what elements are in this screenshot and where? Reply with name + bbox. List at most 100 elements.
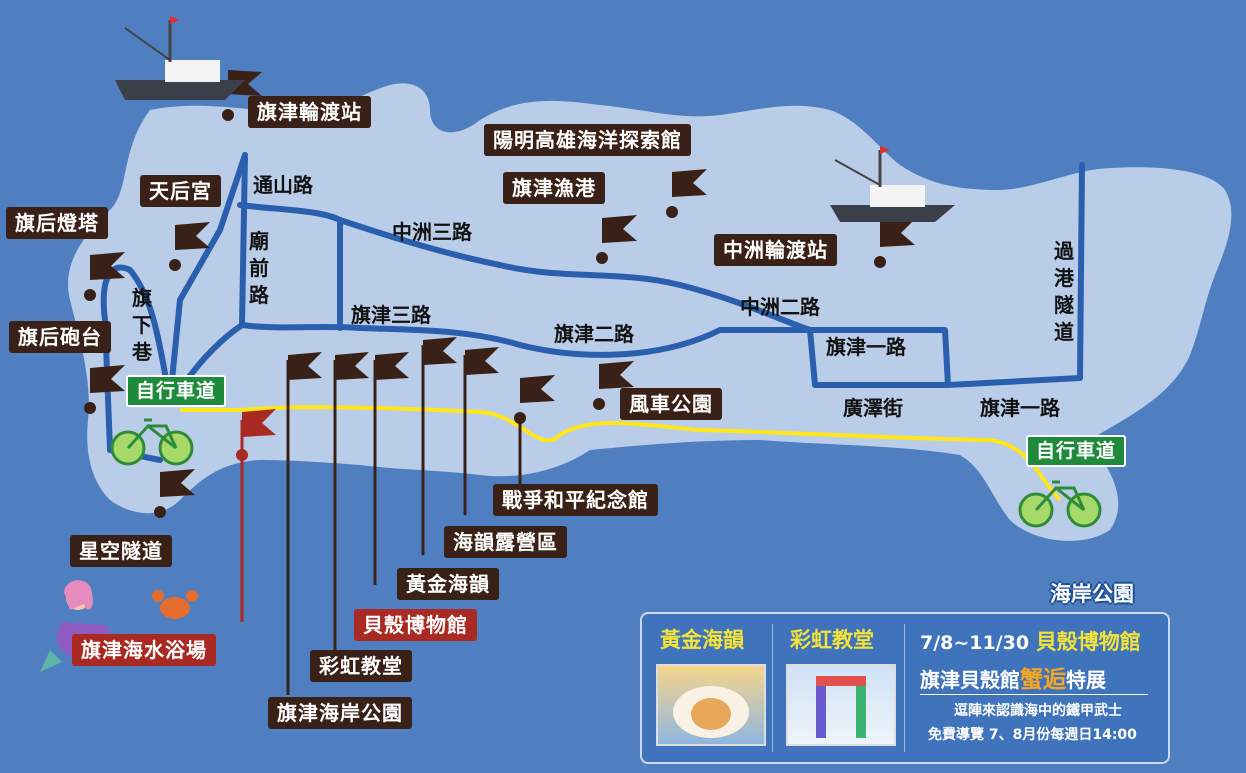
road-label-qijin3: 旗津三路: [351, 303, 431, 327]
bicycle-icon: [1018, 480, 1102, 528]
road-tongshan: [167, 152, 248, 403]
label-zhongzhou-ferry[interactable]: 中洲輪渡站: [714, 234, 837, 266]
divider: [772, 624, 773, 752]
label-war-memorial[interactable]: 戰爭和平紀念館: [493, 484, 658, 516]
boat-rigging: [124, 27, 171, 61]
bike-frame: [126, 418, 178, 450]
pin-dot: [666, 206, 678, 218]
event-title-a: 旗津貝殼館: [920, 668, 1020, 692]
label-bike-path-left[interactable]: 自行車道: [126, 375, 227, 407]
golden-waves-photo: [656, 664, 766, 746]
road-qixia: [100, 264, 173, 463]
label-coast-park[interactable]: 旗津海岸公園: [268, 697, 412, 729]
event-venue: 貝殼博物館: [1035, 630, 1141, 654]
flag-icon: [288, 352, 322, 380]
island-land: [68, 83, 1232, 541]
shell-sculpture-icon: [673, 686, 749, 738]
flag-icon: [423, 337, 457, 365]
event-line-4: 免費導覽 7、8月份每週日14:00: [928, 727, 1137, 743]
flag-icon: [880, 219, 915, 247]
bicycle-icon: [110, 418, 194, 466]
label-fort[interactable]: 旗后砲台: [9, 321, 111, 353]
label-golden-waves[interactable]: 黃金海韻: [397, 568, 499, 600]
road-label-qijin2: 旗津二路: [554, 322, 634, 346]
road-label-tongshan: 通山路: [253, 173, 313, 197]
shell-inner: [691, 698, 731, 730]
road-qijin3: [239, 322, 813, 358]
golden-title: 黃金海韻: [660, 628, 744, 652]
road-label-qixia: 旗下巷: [132, 286, 152, 364]
label-lighthouse[interactable]: 旗后燈塔: [6, 207, 108, 239]
flag-icon: [375, 352, 409, 380]
road-label-zhongzhou3: 中洲三路: [392, 220, 472, 244]
road-zhongzhou3: [237, 202, 813, 333]
flag-icon: [672, 169, 707, 197]
label-bike-path-right[interactable]: 自行車道: [1026, 435, 1127, 467]
road-label-tunnel: 過港隧道: [1054, 239, 1074, 344]
boat-rigging: [834, 159, 881, 186]
pin-dot: [84, 402, 96, 414]
bike-frame: [1034, 480, 1086, 512]
pin-dot: [169, 259, 181, 271]
boat-cabin: [870, 185, 925, 207]
boat-icon: [115, 16, 245, 100]
label-windmill-park[interactable]: 風車公園: [620, 388, 722, 420]
label-fishing-port[interactable]: 旗津漁港: [503, 172, 605, 204]
label-tianhou-temple[interactable]: 天后宮: [140, 175, 221, 207]
flag-icon: [599, 361, 634, 389]
road-label-qijin1-b: 旗津一路: [980, 396, 1060, 420]
flag-icon: [335, 352, 369, 380]
event-date: 7/8~11/30: [920, 632, 1036, 654]
label-shell-museum[interactable]: 貝殼博物館: [354, 609, 477, 641]
pins: [84, 70, 915, 518]
arch-left: [816, 676, 826, 738]
crab-icon: [152, 590, 198, 619]
flag-icon: [602, 215, 637, 243]
event-line-2: 旗津貝殼館蟹逅特展: [920, 660, 1106, 694]
info-panel: 黃金海韻 彩虹教堂 7/8~11/30 貝殼博物館 旗津貝殼館蟹逅特展 逗陣來認…: [640, 612, 1170, 764]
flag-icon: [520, 375, 555, 403]
boat-icon: [830, 146, 955, 222]
divider: [904, 624, 905, 752]
crab-claw: [186, 590, 198, 602]
label-camping[interactable]: 海韻露營區: [444, 526, 567, 558]
rainbow-arch-icon: [816, 676, 866, 738]
bike-path: [180, 405, 1062, 502]
flag-icon: [228, 70, 262, 96]
beach-pin: [236, 409, 276, 622]
label-starry-tunnel[interactable]: 星空隧道: [70, 535, 172, 567]
road-miaoqian: [239, 152, 248, 328]
pin-dot: [84, 289, 96, 301]
rainbow-church-photo: [786, 664, 896, 746]
road-label-guangze: 廣澤街: [843, 396, 903, 420]
boat-flag: [170, 16, 180, 24]
pin-dot: [222, 109, 234, 121]
label-rainbow-church[interactable]: 彩虹教堂: [310, 650, 412, 682]
road-label-zhongzhou2: 中洲二路: [740, 295, 820, 319]
pin-dot: [154, 506, 166, 518]
arch-top: [816, 676, 866, 686]
boat-cabin: [165, 60, 220, 82]
boat-hull: [115, 80, 245, 100]
flag-icon: [465, 347, 499, 375]
mermaid-fin: [40, 650, 62, 672]
event-line-1: 7/8~11/30 貝殼博物館: [920, 626, 1141, 656]
roads: [100, 152, 1085, 463]
label-yangming-museum[interactable]: 陽明高雄海洋探索館: [484, 124, 691, 156]
boat-hull: [830, 205, 955, 222]
crab-claw: [152, 590, 164, 602]
road-label-miaoqian: 廟前路: [249, 229, 269, 307]
rainbow-title: 彩虹教堂: [790, 628, 874, 652]
event-title-c: 特展: [1066, 668, 1106, 692]
label-qijin-ferry[interactable]: 旗津輪渡站: [248, 96, 371, 128]
mermaid-hair: [64, 580, 93, 610]
flag-icon: [160, 469, 195, 497]
flag-icon: [90, 252, 125, 280]
pin-dot: [236, 449, 248, 461]
road-guangze: [945, 162, 1085, 388]
label-beach[interactable]: 旗津海水浴場: [72, 634, 216, 666]
pin-dot: [596, 252, 608, 264]
boat-flag: [880, 146, 890, 154]
